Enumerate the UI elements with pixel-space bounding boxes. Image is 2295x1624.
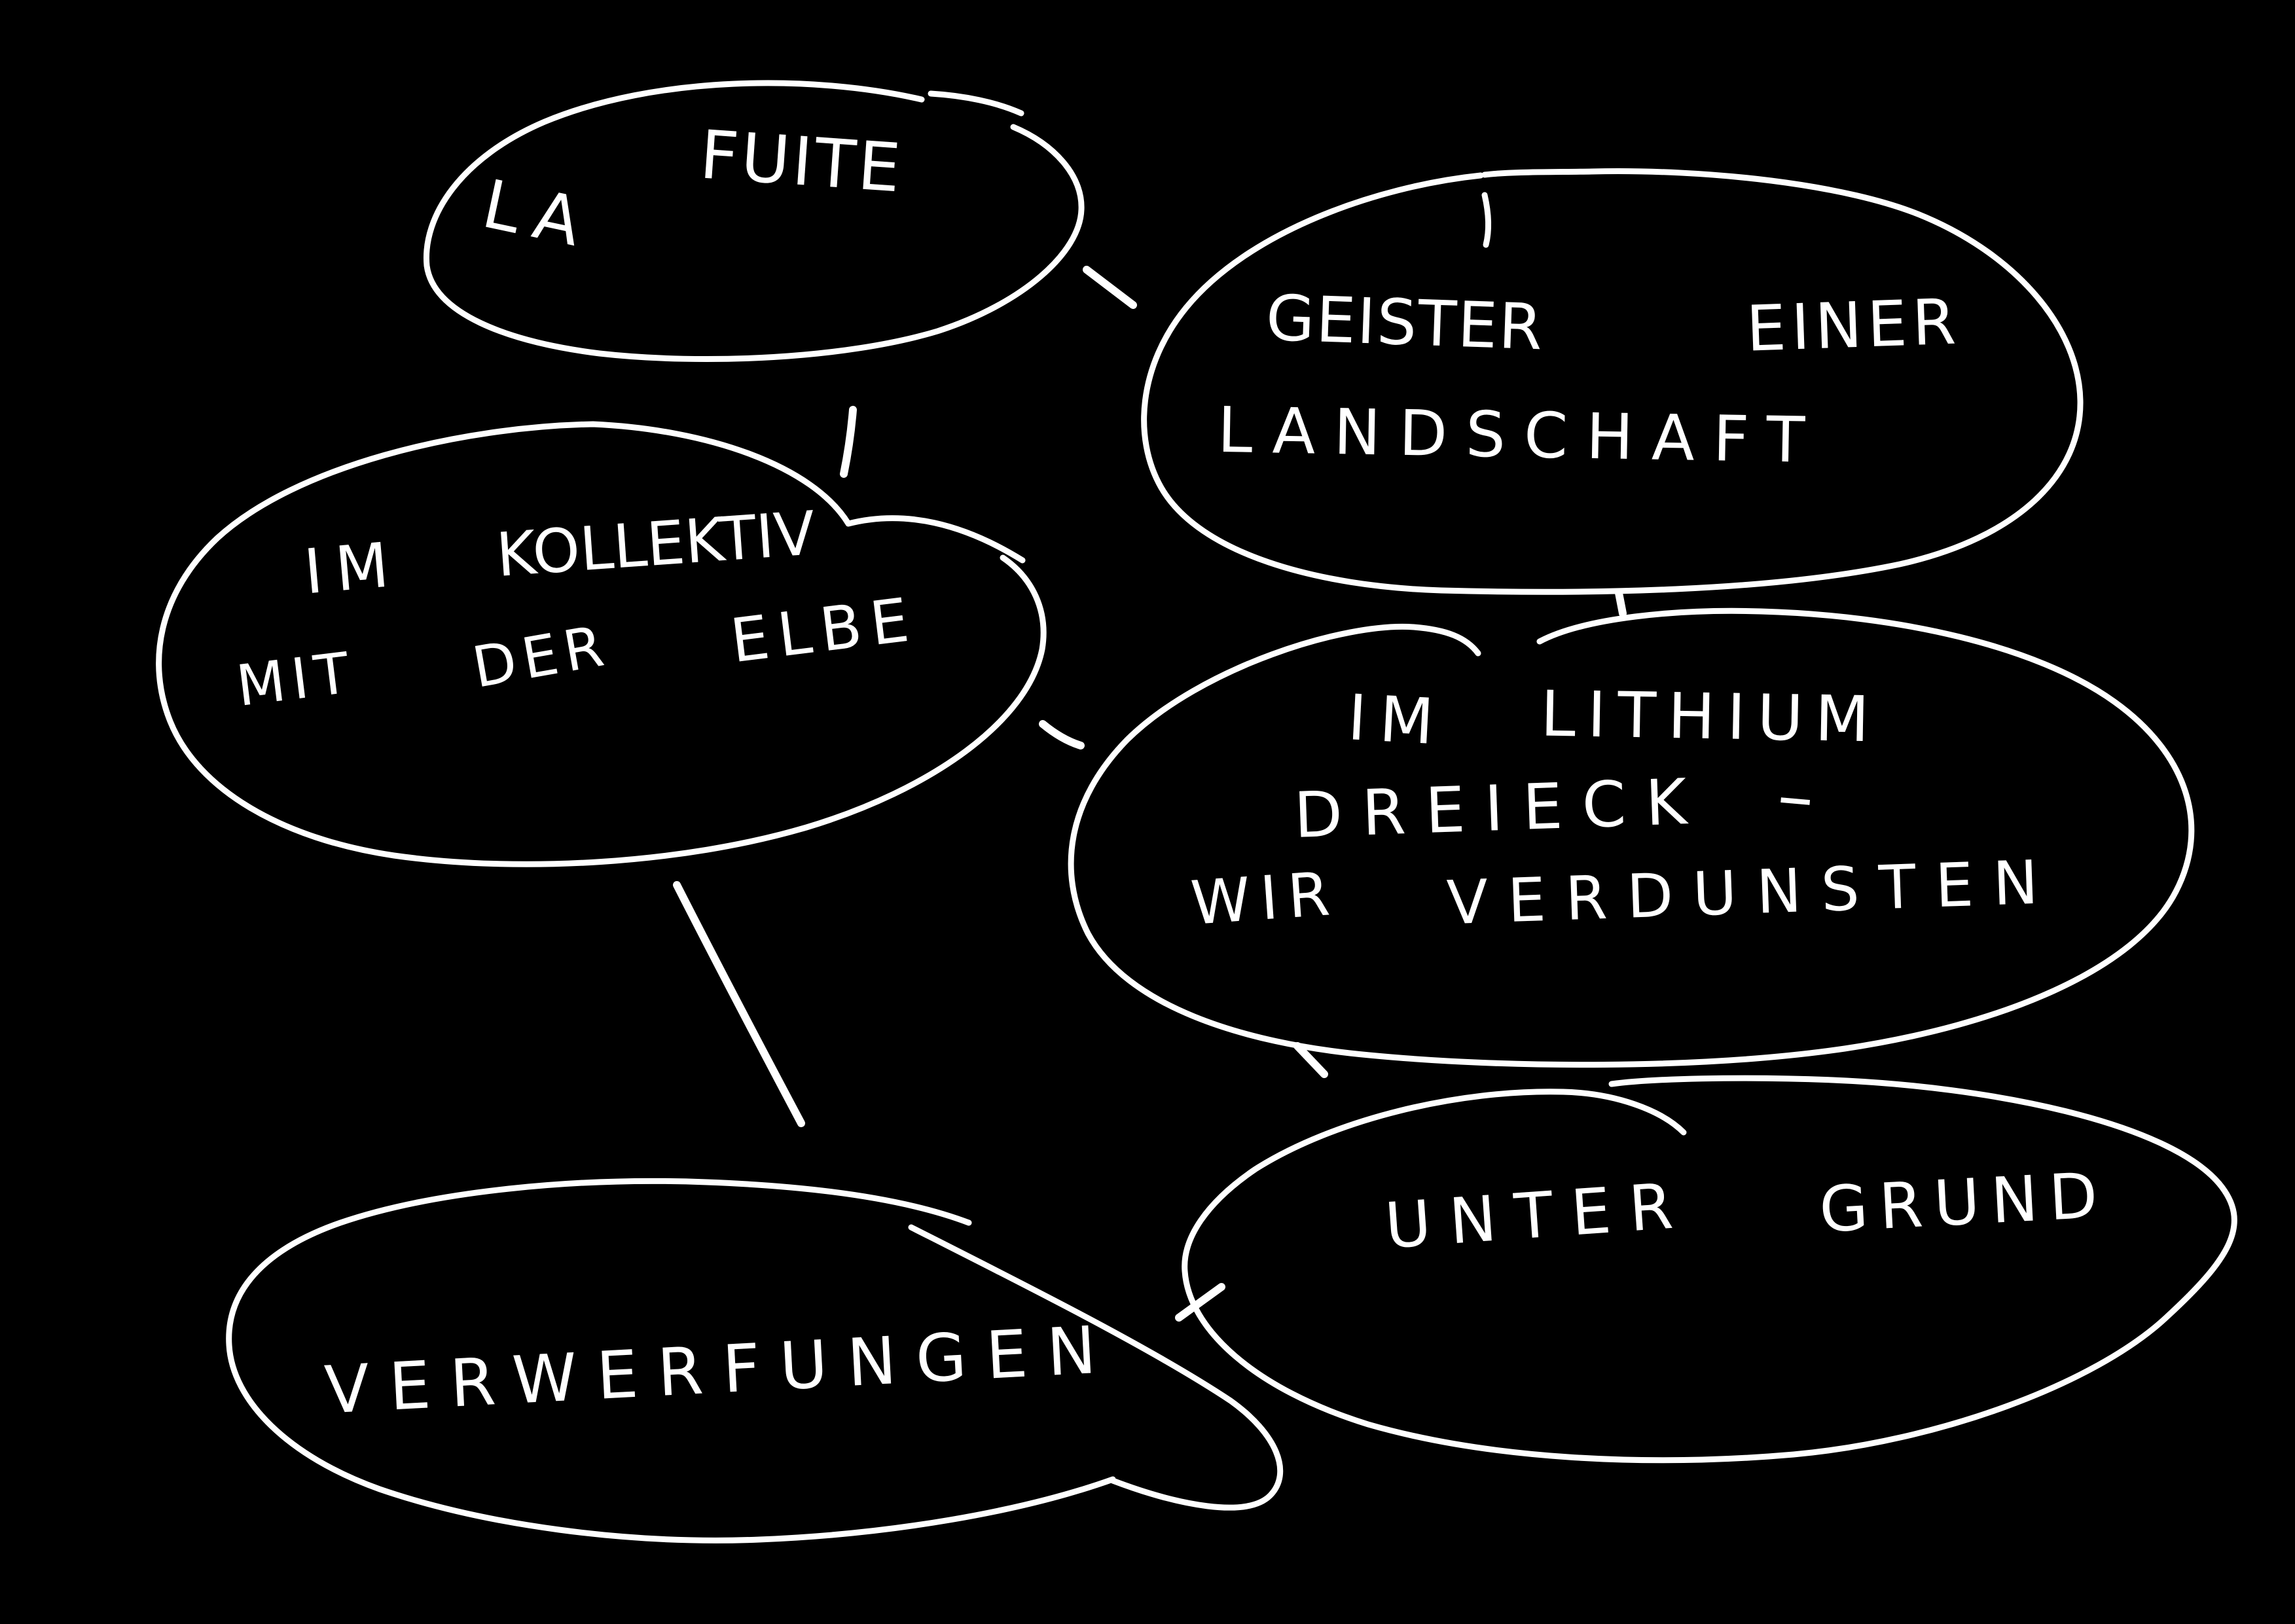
node-unter-grund-word-grund: GRUND bbox=[1818, 1159, 2110, 1247]
node-im-lithium-word-dreieck: DREIECK bbox=[1293, 765, 1708, 852]
node-la-fuite-pen-overlap bbox=[928, 90, 1024, 117]
node-la-fuite-outline bbox=[423, 80, 1085, 363]
connector-la-fuite-geister bbox=[1083, 266, 1137, 309]
node-im-lithium-word-verdunsten: VERDUNSTEN bbox=[1446, 847, 2059, 939]
connectors bbox=[673, 266, 1627, 1322]
node-geister-word-geister: GEISTER bbox=[1265, 281, 1545, 365]
node-geister-einer-landschaft: GEISTER EINER LANDSCHAFT bbox=[1141, 168, 2084, 595]
node-la-fuite-word-fuite: FUITE bbox=[698, 116, 906, 208]
node-unter-grund-outline bbox=[1182, 1075, 2237, 1464]
connector-verwerfungen-unter-grund bbox=[1175, 1283, 1225, 1322]
node-im-kollektiv-word-im: IM bbox=[301, 529, 405, 609]
node-im-kollektiv-mit-der-elbe: IM KOLLEKTIV MIT DER ELBE bbox=[156, 421, 1047, 867]
node-unter-grund: UNTER GRUND bbox=[1182, 1075, 2237, 1464]
node-im-lithium-dreieck: IM LITHIUM DREIECK – WIR VERDUNSTEN bbox=[1068, 607, 2195, 1068]
node-im-kollektiv-word-der: DER bbox=[468, 613, 615, 701]
connector-geister-im-lithium bbox=[1615, 589, 1627, 617]
node-im-lithium-word-im: IM bbox=[1346, 681, 1449, 759]
node-verwerfungen-tail bbox=[908, 1224, 1284, 1511]
node-verwerfungen-outline bbox=[226, 1178, 1116, 1543]
connector-im-lithium-unter-grund bbox=[1293, 1042, 1328, 1078]
node-geister-pen-tick bbox=[1481, 192, 1492, 248]
node-im-lithium-outline bbox=[1068, 607, 2195, 1068]
connector-im-kollektiv-verwerfungen bbox=[673, 881, 805, 1127]
node-unter-grund-word-unter: UNTER bbox=[1382, 1168, 1693, 1263]
node-geister-word-einer: EINER bbox=[1745, 285, 1962, 365]
node-geister-word-landschaft: LANDSCHAFT bbox=[1217, 393, 1824, 477]
node-geister-outline bbox=[1141, 168, 2084, 595]
node-verwerfungen: VERWERFUNGEN bbox=[226, 1178, 1284, 1543]
node-verwerfungen-word: VERWERFUNGEN bbox=[323, 1310, 1117, 1428]
connector-la-fuite-im-kollektiv bbox=[840, 406, 857, 478]
node-im-lithium-word-wir: WIR bbox=[1189, 858, 1342, 939]
node-im-kollektiv-word-mit: MIT bbox=[233, 640, 359, 719]
node-im-lithium-word-lithium: LITHIUM bbox=[1540, 677, 1882, 756]
node-im-kollektiv-outline bbox=[156, 421, 1047, 867]
connector-im-kollektiv-im-lithium bbox=[1039, 720, 1085, 749]
node-im-kollektiv-word-kollektiv: KOLLEKTIV bbox=[494, 498, 818, 590]
node-la-fuite-word-la: LA bbox=[476, 165, 600, 264]
node-la-fuite: LA FUITE bbox=[423, 80, 1085, 363]
node-im-kollektiv-word-elbe: ELBE bbox=[727, 584, 922, 676]
node-im-lithium-word-dash: – bbox=[1774, 753, 1817, 839]
